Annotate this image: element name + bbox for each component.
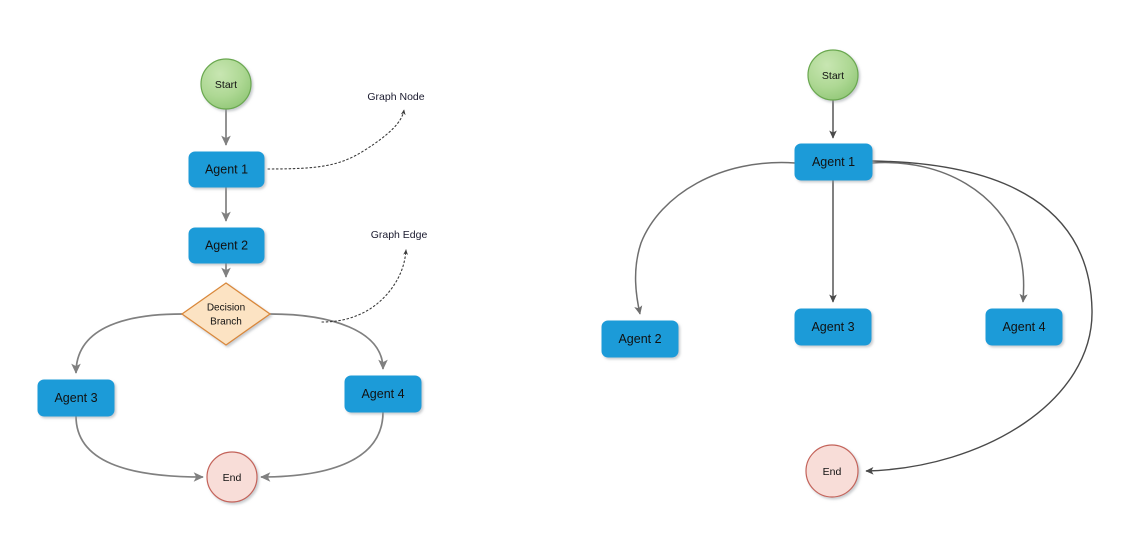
graph-edge-annotation-line (321, 249, 408, 323)
node-right-end[interactable]: End (805, 444, 859, 498)
node-agent-3-label: Agent 3 (54, 391, 97, 405)
node-agent-1-label: Agent 1 (205, 162, 248, 176)
graph-node-annotation-label: Graph Node (367, 91, 424, 103)
right-agent-2-box-shape (601, 320, 679, 358)
graph-node-annotation-line (267, 109, 406, 170)
node-end-label: End (223, 472, 242, 484)
node-right-agent-1-label: Agent 1 (812, 155, 855, 169)
right-agent-3-box-shape (794, 308, 872, 346)
node-right-start-label: Start (822, 70, 844, 82)
node-right-agent-1[interactable]: Agent 1 (794, 143, 873, 181)
agent-4-box-shape (344, 375, 422, 413)
node-start-label: Start (215, 79, 237, 91)
graph-edge-annotation-label: Graph Edge (371, 229, 428, 241)
right-end-circle-shape (805, 444, 859, 498)
edge-right-agent1-to-agent4 (871, 161, 1028, 303)
node-decision-label-line2: Branch (210, 317, 242, 328)
node-start[interactable]: Start (200, 58, 252, 110)
node-decision-branch[interactable]: Decision Branch (180, 282, 272, 346)
node-agent-4-label: Agent 4 (361, 387, 404, 401)
node-agent-2-label: Agent 2 (205, 238, 248, 252)
node-right-agent-2[interactable]: Agent 2 (601, 320, 679, 358)
right-agent-1-box-shape (794, 143, 873, 181)
node-end[interactable]: End (206, 451, 258, 503)
edge-decision-to-agent4 (269, 313, 388, 370)
decision-diamond-shape (180, 282, 272, 346)
node-right-end-label: End (823, 466, 842, 478)
end-circle-shape (206, 451, 258, 503)
right-start-circle-shape (807, 49, 859, 101)
node-right-agent-4-label: Agent 4 (1002, 320, 1045, 334)
node-right-agent-3-label: Agent 3 (811, 320, 854, 334)
edge-decision-to-agent3 (71, 313, 183, 374)
edge-agent4-to-end (260, 411, 384, 482)
node-right-agent-4[interactable]: Agent 4 (985, 308, 1063, 346)
node-right-agent-2-label: Agent 2 (618, 332, 661, 346)
node-decision-label-line1: Decision (207, 303, 245, 314)
start-circle-shape (200, 58, 252, 110)
node-agent-3[interactable]: Agent 3 (37, 379, 115, 417)
edge-right-agent1-to-agent2 (634, 161, 796, 315)
node-agent-4[interactable]: Agent 4 (344, 375, 422, 413)
left-panel-graph: Graph Node Graph Edge Start Agent 1 Agen… (37, 58, 428, 503)
edge-agent3-to-end (75, 415, 204, 482)
edge-right-agent1-to-end (865, 160, 1093, 475)
right-panel-graph: Start Agent 1 Agent 2 Agent 3 Agent 4 En… (601, 49, 1093, 498)
node-agent-1[interactable]: Agent 1 (188, 151, 265, 188)
node-agent-2[interactable]: Agent 2 (188, 227, 265, 264)
agent-3-box-shape (37, 379, 115, 417)
agent-2-box-shape (188, 227, 265, 264)
agent-1-box-shape (188, 151, 265, 188)
node-right-start[interactable]: Start (807, 49, 859, 101)
node-right-agent-3[interactable]: Agent 3 (794, 308, 872, 346)
right-agent-4-box-shape (985, 308, 1063, 346)
